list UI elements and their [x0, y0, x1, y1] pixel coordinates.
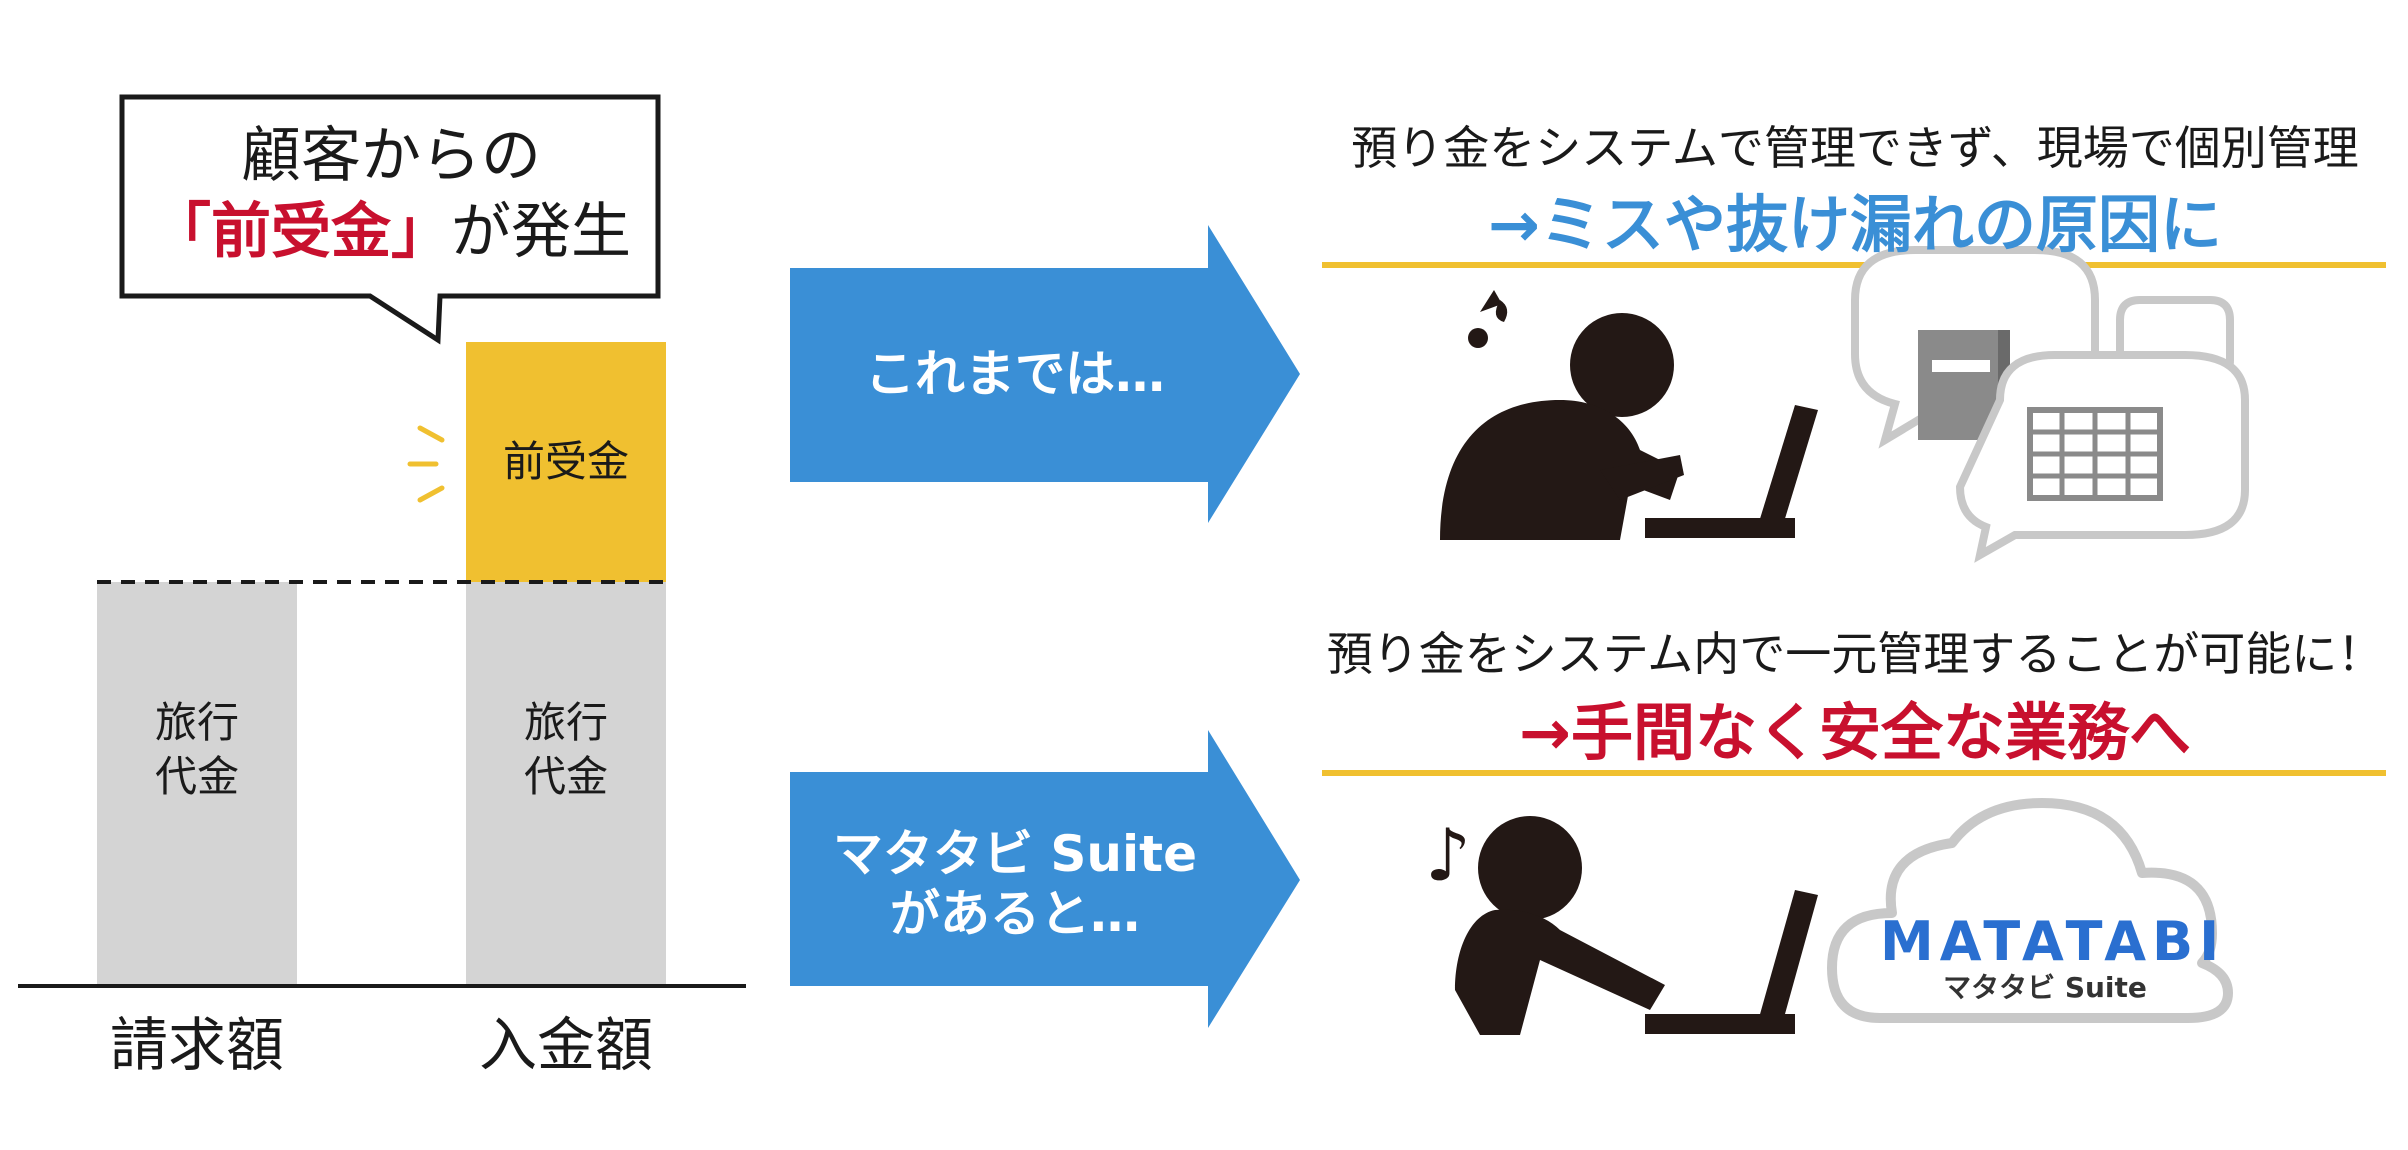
- callout-line2: 「前受金」が発生: [122, 194, 660, 270]
- after-headline: 預り金をシステム内で一元管理することが可能に！: [1326, 627, 2384, 681]
- arrow-after-text: マタタビ Suite があると…: [805, 824, 1225, 944]
- arrow-after-line2: があると…: [890, 885, 1140, 943]
- emphasis-ticks-icon: [407, 425, 445, 503]
- axis-label-billing: 請求額: [109, 1011, 284, 1079]
- advance-label: 前受金: [502, 437, 629, 486]
- svg-text:♪: ♪: [1425, 813, 1471, 897]
- happy-person-icon: ♪: [1425, 813, 1818, 1035]
- bar-received-travel: [466, 582, 666, 986]
- bar-received-advance: [466, 342, 666, 582]
- bar-billing-travel: [97, 582, 297, 986]
- callout-line1: 顧客からの: [241, 121, 541, 191]
- arrow-before-text: これまでは…: [865, 345, 1165, 403]
- after-result: →手間なく安全な業務へ: [1519, 696, 2191, 769]
- logo-main: MATATABI: [1880, 910, 2226, 973]
- before-result: →ミスや抜け漏れの原因に: [1488, 188, 2222, 261]
- travel-label-left: 旅行 代金: [154, 698, 239, 801]
- callout-highlight: 「前受金」: [151, 197, 451, 267]
- spreadsheet-bubble-icon: [1955, 351, 2249, 563]
- callout-rest: が発生: [451, 197, 631, 267]
- stressed-person-icon: [1440, 290, 1818, 540]
- axis-label-received: 入金額: [478, 1011, 653, 1079]
- logo-sub: マタタビ Suite: [1943, 971, 2147, 1004]
- matatabi-cloud-icon: [1827, 798, 2233, 1023]
- travel-label-right: 旅行 代金: [523, 698, 608, 801]
- callout-text: 顧客からの 「前受金」が発生: [122, 118, 660, 270]
- before-headline: 預り金をシステムで管理できず、現場で個別管理: [1351, 121, 2359, 175]
- arrow-after: [790, 730, 1300, 1028]
- speech-bubble: [119, 94, 661, 345]
- arrow-before: [790, 225, 1300, 523]
- arrow-after-line1: マタタビ Suite: [833, 825, 1197, 883]
